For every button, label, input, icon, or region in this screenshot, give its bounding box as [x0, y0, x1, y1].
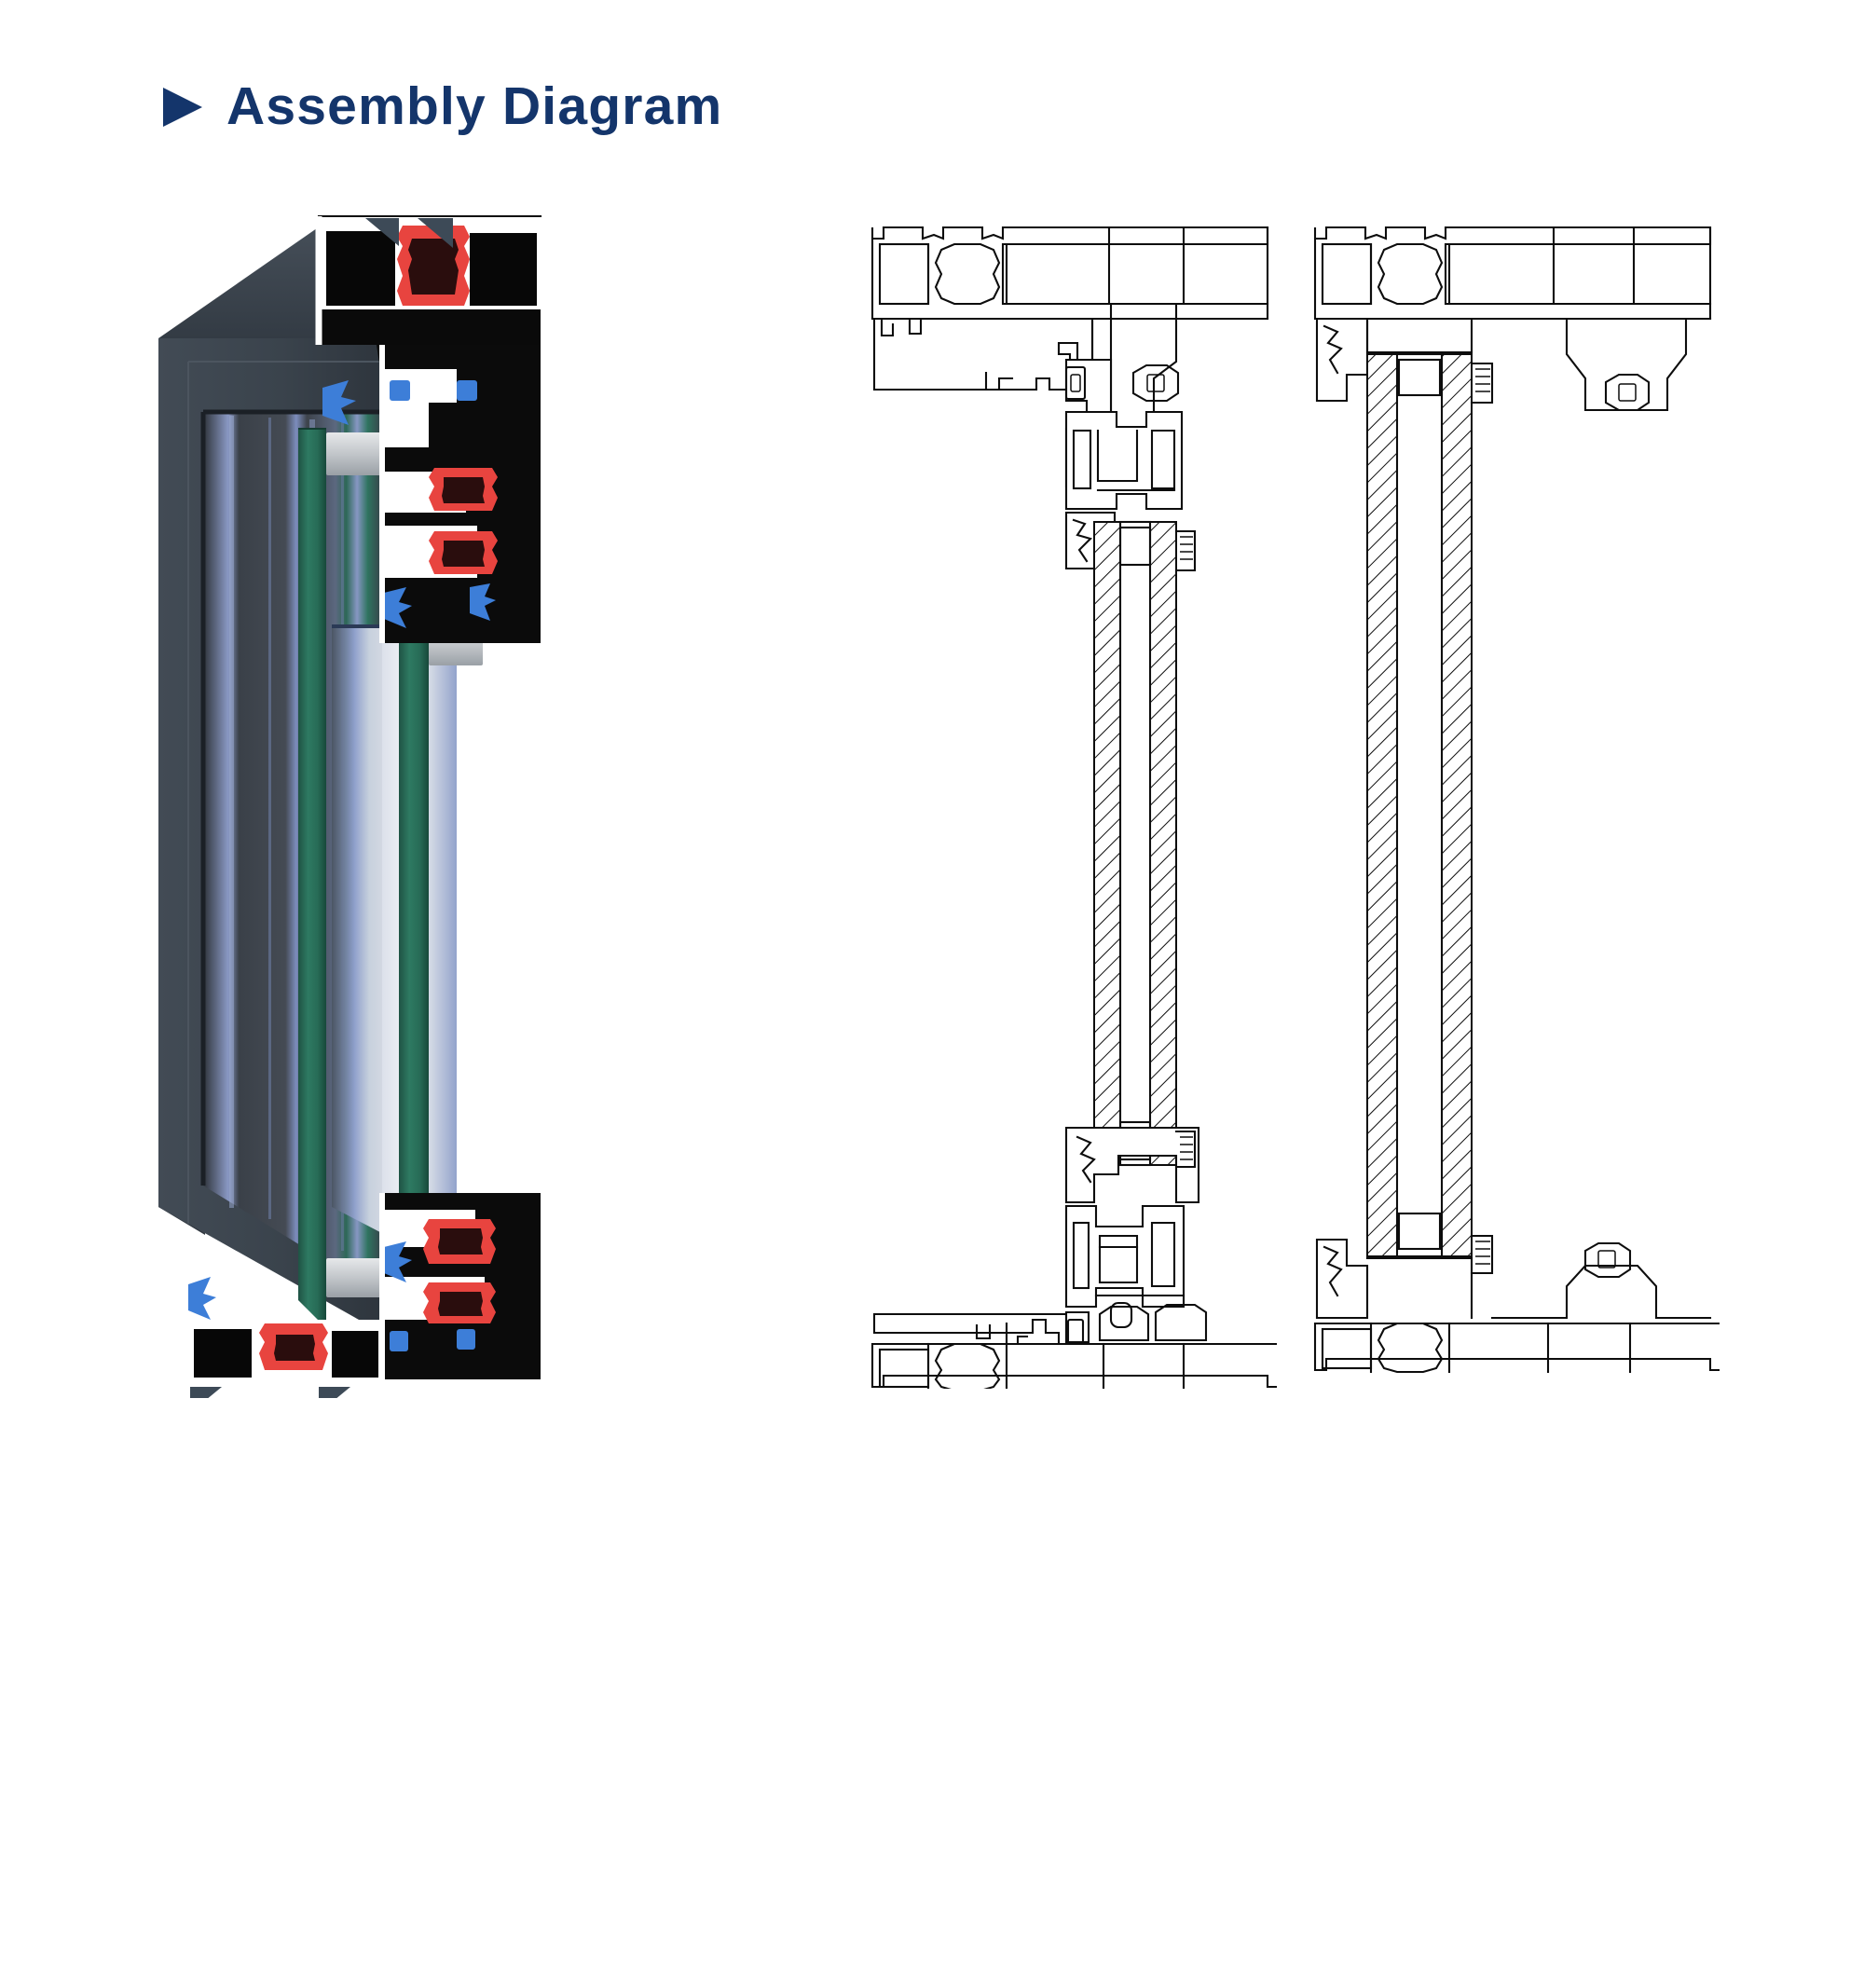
sealing-gasket-rail [384, 380, 496, 628]
profile-cut-meeting-rail [382, 345, 541, 643]
section-b-head [1313, 226, 1712, 412]
section-b-glazing [1366, 352, 1473, 1258]
vertical-section-fixed-light [1309, 214, 1720, 1389]
sealing-gasket-sill-outer [188, 1277, 216, 1320]
gasket-symbol-b3 [1470, 1234, 1494, 1275]
thermal-break-gasket-head [397, 226, 470, 306]
warm-edge-spacer-bottom [326, 1258, 391, 1297]
thermal-break-gasket-rail-upper [429, 468, 498, 511]
gasket-symbol-b2 [1470, 362, 1494, 404]
section-a-head [870, 226, 1269, 440]
section-a-glazing [1093, 520, 1177, 1167]
thermal-break-gasket-rail-lower [429, 531, 498, 574]
gasket-symbol-a2 [1131, 363, 1180, 403]
title-row: Assembly Diagram [163, 80, 722, 133]
warm-edge-spacer-top [326, 432, 391, 475]
profile-cut-head [315, 214, 542, 382]
section-a-sill [870, 1301, 1277, 1389]
gasket-symbol-a3 [1174, 529, 1197, 572]
sealing-gasket-head [322, 380, 356, 425]
profile-cut-sill [382, 1193, 541, 1379]
vertical-section-operable-sash [867, 214, 1277, 1389]
gasket-symbol-b1 [1604, 373, 1651, 412]
section-b-sill [1313, 1234, 1720, 1374]
profile-cut-sill-outer [186, 1277, 382, 1398]
gasket-symbol-b4 [1583, 1241, 1632, 1279]
gasket-symbol-a1 [1064, 365, 1087, 401]
exploded-3d-corner-render [149, 205, 596, 1398]
figure-area [0, 186, 1864, 1988]
glass-field-sash [332, 626, 457, 1272]
page-title: Assembly Diagram [226, 76, 723, 136]
thermal-break-gasket-sill-lower [423, 1282, 496, 1323]
thermal-break-gasket-sill-outer [259, 1323, 328, 1370]
section-b-head-glazing-pocket [1315, 317, 1473, 403]
insulating-glass-edge-left [298, 428, 326, 1328]
cut-marks-head [365, 218, 453, 248]
page-header: Assembly Diagram [0, 0, 1864, 186]
section-a-bottom-rail [1064, 1126, 1200, 1309]
sealing-gasket-sill [384, 1241, 475, 1351]
play-triangle-icon [163, 87, 202, 127]
thermal-break-gasket-sill-upper [423, 1219, 496, 1264]
